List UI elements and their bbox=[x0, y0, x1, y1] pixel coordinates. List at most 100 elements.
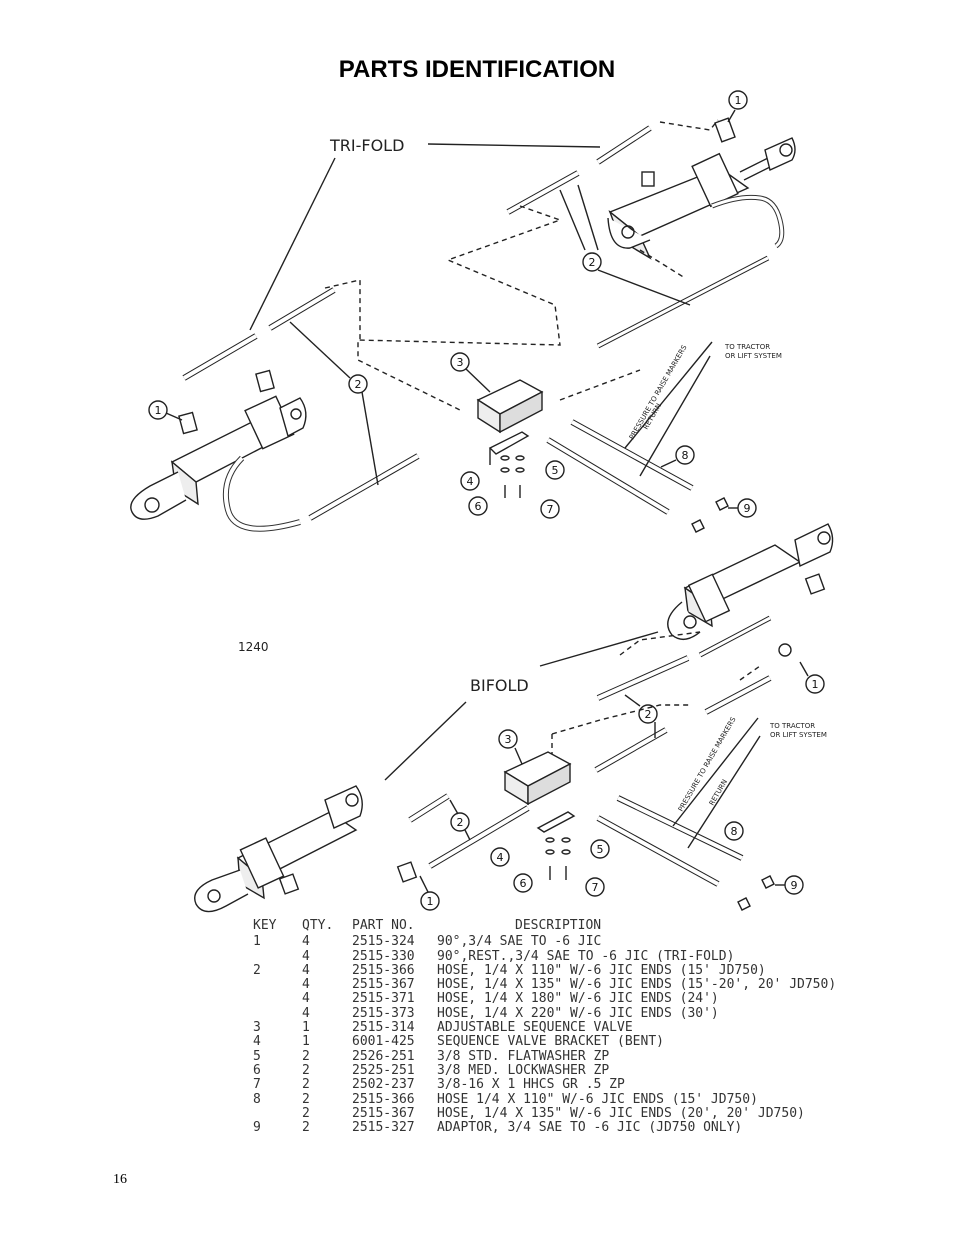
svg-text:4: 4 bbox=[467, 475, 474, 488]
hose-2-upper bbox=[506, 125, 770, 349]
cell-part-no: 2515-367 bbox=[352, 1105, 415, 1121]
cell-part-no: 6001-425 bbox=[352, 1034, 415, 1050]
svg-text:9: 9 bbox=[744, 502, 751, 515]
svg-text:7: 7 bbox=[547, 503, 554, 516]
callout-1-left bbox=[148, 400, 168, 420]
lift-system-label-bifold: OR LIFT SYSTEM bbox=[770, 731, 827, 739]
cell-qty: 4 bbox=[302, 934, 310, 950]
cell-key bbox=[240, 1007, 300, 1021]
svg-text:4: 4 bbox=[497, 851, 504, 864]
callout-1 bbox=[728, 90, 748, 110]
hydraulic-cylinder-bifold-right bbox=[667, 523, 834, 640]
cell-key bbox=[240, 1107, 300, 1121]
cell-description: 90°,REST.,3/4 SAE TO -6 JIC (TRI-FOLD) bbox=[437, 948, 735, 964]
cell-qty: 4 bbox=[302, 962, 310, 978]
hydraulic-cylinder-bifold-left bbox=[194, 785, 363, 913]
svg-text:1: 1 bbox=[812, 678, 819, 691]
cell-key: 2 bbox=[253, 962, 261, 978]
callout-1-bifold-right bbox=[805, 674, 825, 694]
page-title: PARTS IDENTIFICATION bbox=[338, 56, 616, 83]
svg-text:6: 6 bbox=[475, 500, 482, 513]
cell-qty: 4 bbox=[302, 948, 310, 964]
hose-8-bifold bbox=[596, 795, 744, 887]
cell-qty: 1 bbox=[302, 1020, 310, 1036]
callout-4 bbox=[460, 471, 480, 491]
cell-qty: 2 bbox=[302, 1077, 310, 1093]
cell-qty: 4 bbox=[302, 977, 310, 993]
cell-qty: 2 bbox=[302, 1062, 310, 1078]
svg-text:5: 5 bbox=[597, 843, 604, 856]
cell-description: HOSE, 1/4 X 220" W/-6 JIC ENDS (30') bbox=[437, 1005, 719, 1021]
sequence-valve-bifold bbox=[503, 751, 576, 833]
cell-part-no: 2515-366 bbox=[352, 1091, 415, 1107]
cell-description: 3/8 MED. LOCKWASHER ZP bbox=[437, 1062, 610, 1078]
cell-description: HOSE 1/4 X 110" W/-6 JIC ENDS (15' JD750… bbox=[437, 1091, 758, 1107]
washers-bolts-bifold bbox=[545, 837, 571, 880]
callout-4-bifold bbox=[490, 847, 510, 867]
cell-part-no: 2525-251 bbox=[352, 1062, 415, 1078]
sequence-valve-trifold bbox=[476, 379, 544, 465]
cell-description: ADJUSTABLE SEQUENCE VALVE bbox=[437, 1020, 633, 1036]
dashed-connection-lines bbox=[324, 119, 719, 411]
hose-2-left bbox=[182, 287, 420, 521]
cell-key: 8 bbox=[253, 1091, 261, 1107]
to-tractor-label: TO TRACTOR bbox=[724, 343, 770, 351]
elbow-fitting-icon bbox=[714, 117, 736, 143]
cell-description: 90°,3/4 SAE TO -6 JIC bbox=[437, 934, 602, 950]
callout-7 bbox=[540, 499, 560, 519]
callout-5 bbox=[545, 460, 565, 480]
cell-qty: 2 bbox=[302, 1048, 310, 1064]
callout-8-bifold bbox=[724, 821, 744, 841]
cell-qty: 4 bbox=[302, 991, 310, 1007]
cell-key bbox=[240, 992, 300, 1006]
to-tractor-label-bifold: TO TRACTOR bbox=[769, 722, 815, 730]
callout-2-bifold bbox=[638, 704, 658, 724]
cell-qty: 2 bbox=[302, 1120, 310, 1136]
callout-1-bifold-left bbox=[420, 891, 440, 911]
cell-key: 9 bbox=[253, 1120, 261, 1136]
svg-text:6: 6 bbox=[520, 877, 527, 890]
svg-text:2: 2 bbox=[355, 378, 362, 391]
cell-key: 4 bbox=[253, 1034, 261, 1050]
lift-system-label: OR LIFT SYSTEM bbox=[725, 352, 782, 360]
callout-9 bbox=[737, 498, 757, 518]
cell-description: HOSE, 1/4 X 135" W/-6 JIC ENDS (20', 20'… bbox=[437, 1105, 805, 1121]
cell-description: HOSE, 1/4 X 180" W/-6 JIC ENDS (24') bbox=[437, 991, 719, 1007]
trifold-label: TRI-FOLD bbox=[329, 136, 404, 155]
callout-6-bifold bbox=[513, 873, 533, 893]
hose-8-trifold bbox=[546, 419, 694, 515]
cell-qty: 2 bbox=[302, 1091, 310, 1107]
hydraulic-cylinder-left bbox=[130, 395, 307, 532]
bifold-label: BIFOLD bbox=[470, 676, 529, 695]
hydraulic-cylinder-upper-right bbox=[607, 137, 796, 260]
svg-text:1: 1 bbox=[155, 404, 162, 417]
return-label-bifold: RETURN bbox=[708, 778, 729, 807]
cell-part-no: 2515-367 bbox=[352, 977, 415, 993]
svg-text:2: 2 bbox=[589, 256, 596, 269]
cell-part-no: 2515-373 bbox=[352, 1005, 415, 1021]
cell-part-no: 2515-330 bbox=[352, 948, 415, 964]
svg-text:1: 1 bbox=[735, 94, 742, 107]
cell-qty: 4 bbox=[302, 1005, 310, 1021]
cell-description: 3/8-16 X 1 HHCS GR .5 ZP bbox=[437, 1077, 625, 1093]
callout-3 bbox=[450, 352, 470, 372]
cell-key: 5 bbox=[253, 1048, 261, 1064]
col-part-no-header: PART NO. bbox=[352, 918, 415, 933]
trifold-leader-line bbox=[427, 143, 601, 148]
svg-text:8: 8 bbox=[731, 825, 738, 838]
cell-description: ADAPTOR, 3/4 SAE TO -6 JIC (JD750 ONLY) bbox=[437, 1120, 743, 1136]
table-header-row: KEY QTY. PART NO. DESCRIPTION bbox=[240, 918, 836, 935]
svg-text:3: 3 bbox=[505, 733, 512, 746]
svg-text:3: 3 bbox=[457, 356, 464, 369]
cell-description: HOSE, 1/4 X 110" W/-6 JIC ENDS (15' JD75… bbox=[437, 962, 766, 978]
cell-description: SEQUENCE VALVE BRACKET (BENT) bbox=[437, 1034, 664, 1050]
callout-6 bbox=[468, 496, 488, 516]
